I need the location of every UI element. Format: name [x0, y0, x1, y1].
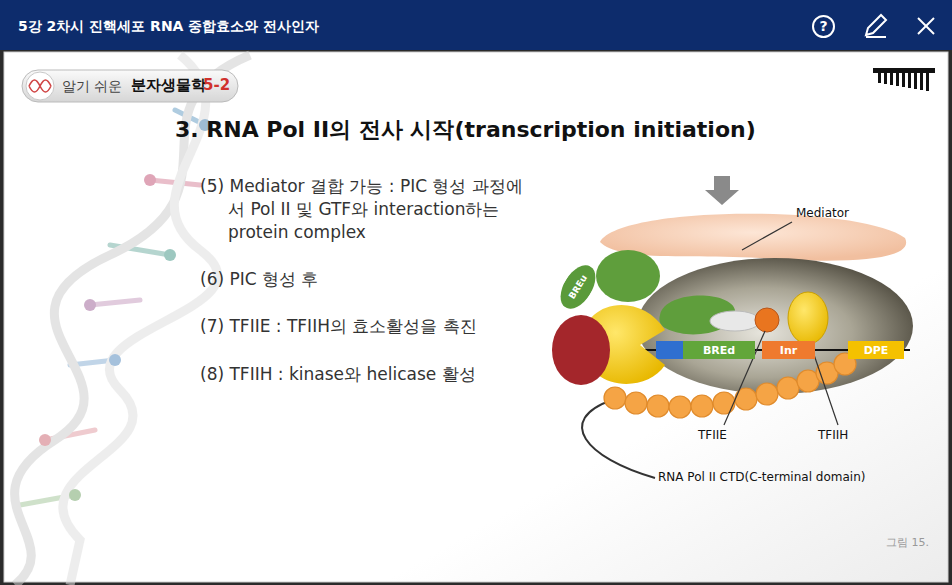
box-text: Inr	[780, 344, 797, 357]
stripe-logo	[873, 68, 935, 91]
window-title: 5강 2차시 진핵세포 RNA 중합효소와 전사인자	[18, 17, 319, 35]
tata-strip	[656, 341, 684, 359]
callout-label: TFIIH	[818, 428, 848, 444]
sequence-box: DPE	[848, 341, 904, 359]
sequence-box: BREd	[683, 341, 755, 359]
callout-label: RNA Pol II CTD(C-terminal domain)	[658, 470, 865, 486]
bullet-text: (6) PIC 형성 후	[200, 268, 318, 290]
slide-frame	[4, 52, 948, 582]
bullet-text: (7) TFIIE : TFIIH의 효소활성을 촉진	[200, 315, 477, 337]
help-icon: ?	[812, 15, 835, 38]
toolbar-icons	[866, 15, 934, 37]
bullet-text: (5) Mediator 결합 가능 : PIC 형성 과정에서 Pol II …	[200, 175, 535, 244]
logo-badge	[22, 70, 238, 102]
leader-lines	[724, 222, 838, 425]
logo-text: 분자생물학	[131, 76, 206, 96]
tfiie-ball	[755, 308, 779, 332]
gtf-green	[596, 250, 660, 302]
top-bar	[0, 0, 952, 50]
logo-icon	[29, 80, 51, 92]
logo-text: 알기 쉬운	[62, 77, 122, 95]
box-outline	[553, 259, 602, 315]
ctd-tail	[582, 400, 655, 478]
logo-icon	[26, 72, 54, 100]
figure-number: 그림 15.	[886, 536, 929, 550]
callout-label: TFIIE	[698, 428, 727, 444]
gtf-red	[552, 315, 610, 385]
box-text: DPE	[864, 344, 889, 357]
mediator-shape	[600, 214, 906, 261]
logo-number: 5-2	[203, 76, 230, 96]
slide-title: 3. RNA Pol II의 전사 시작(transcription initi…	[175, 116, 756, 145]
bullet-text: (8) TFIIH : kinase와 helicase 활성	[200, 363, 476, 385]
sequence-box: Inr	[762, 341, 815, 359]
pol2-body	[637, 258, 913, 394]
gtf-white	[710, 311, 760, 331]
box-text: BREd	[703, 344, 735, 357]
tfiih-shape	[788, 292, 828, 344]
callout-label: Mediator	[796, 206, 849, 222]
down-arrow	[705, 176, 739, 205]
